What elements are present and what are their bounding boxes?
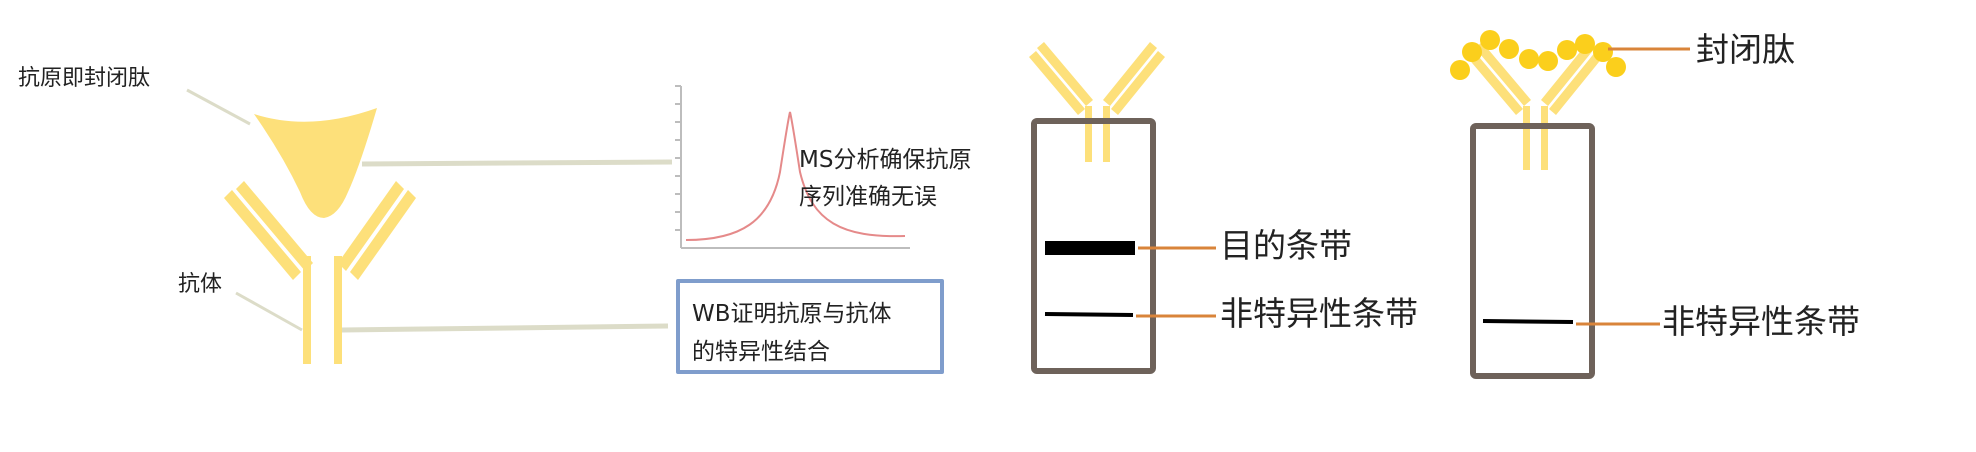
target-band — [1045, 241, 1135, 255]
antibody-icon — [224, 181, 416, 364]
antigen-label-leader — [186, 88, 251, 126]
nonspecific-band-2 — [1482, 319, 1574, 324]
membrane-strip-2 — [1470, 123, 1595, 379]
nonspecific-band-1-label: 非特异性条带 — [1220, 294, 1418, 333]
wb-text-box: WB证明抗原与抗体 的特异性结合 — [676, 279, 944, 374]
ms-spectrum-plot — [675, 85, 910, 249]
small-antibody-icon-2 — [1467, 42, 1603, 170]
antigen-to-ms-connector — [361, 159, 673, 167]
antibody-label: 抗体 — [178, 272, 223, 297]
blocking-peptide-label: 封闭肽 — [1696, 30, 1795, 69]
antibody-to-wb-connector — [341, 323, 669, 333]
blocking-peptide-icon — [1450, 30, 1626, 80]
antigen-icon — [254, 108, 377, 218]
ms-analysis-text: MS分析确保抗原 序列准确无误 — [799, 142, 971, 216]
antibody-label-leader — [235, 291, 303, 332]
nonspecific-band-1 — [1044, 312, 1134, 317]
ms-peak-curve — [685, 111, 906, 241]
nonspecific-band-2-label: 非特异性条带 — [1662, 302, 1860, 341]
antigen-peptide-label: 抗原即封闭肽 — [18, 66, 151, 91]
small-antibody-icon-1 — [1029, 42, 1165, 162]
target-band-label: 目的条带 — [1220, 226, 1352, 265]
wb-text-line-2: 的特异性结合 — [692, 339, 830, 365]
membrane-strip-1 — [1031, 118, 1156, 374]
ms-text-line-1: MS分析确保抗原 — [799, 147, 972, 173]
wb-text-line-1: WB证明抗原与抗体 — [692, 301, 892, 327]
ms-text-line-2: 序列准确无误 — [799, 184, 937, 210]
